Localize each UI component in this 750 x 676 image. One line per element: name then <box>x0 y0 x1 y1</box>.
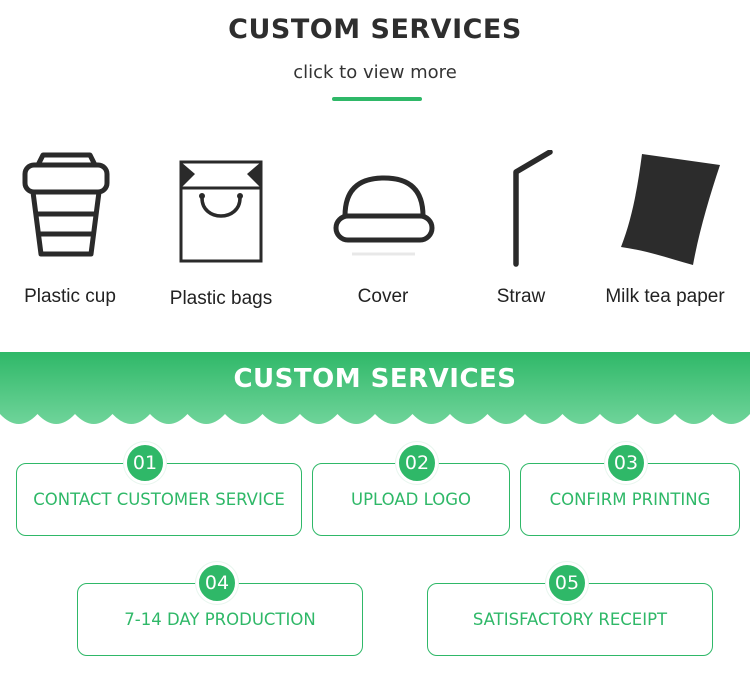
product-label: Milk tea paper <box>605 286 725 307</box>
product-label: Straw <box>496 286 546 307</box>
product-plastic-cup[interactable]: Plastic cup <box>0 150 140 320</box>
custom-services-band: CUSTOM SERVICES <box>0 352 750 432</box>
product-straw[interactable]: Straw <box>451 150 591 320</box>
step-number-badge: 05 <box>546 562 588 604</box>
shopping-bag-icon <box>179 160 263 263</box>
step-contact-customer-service[interactable]: CONTACT CUSTOMER SERVICE <box>16 463 302 536</box>
step-number-badge: 01 <box>124 442 166 484</box>
product-milk-tea-paper[interactable]: Milk tea paper <box>595 150 735 320</box>
step-number-badge: 03 <box>605 442 647 484</box>
step-label: UPLOAD LOGO <box>351 490 471 509</box>
page-title: CUSTOM SERVICES <box>228 14 522 45</box>
band-background <box>0 352 750 424</box>
paper-sheet-icon <box>621 154 720 265</box>
step-label: CONFIRM PRINTING <box>549 490 711 509</box>
step-label: 7-14 DAY PRODUCTION <box>124 610 316 629</box>
lid-cover-icon <box>333 175 435 256</box>
product-label: Plastic cup <box>24 286 116 307</box>
view-more-link[interactable]: click to view more <box>0 62 750 83</box>
title-underline <box>332 97 422 101</box>
step-number-badge: 02 <box>396 442 438 484</box>
product-label: Cover <box>357 286 409 307</box>
band-title: CUSTOM SERVICES <box>233 364 517 394</box>
plastic-cup-icon <box>22 152 110 257</box>
step-label: SATISFACTORY RECEIPT <box>472 610 668 629</box>
step-label: CONTACT CUSTOMER SERVICE <box>33 490 285 509</box>
step-confirm-printing[interactable]: CONFIRM PRINTING <box>520 463 740 536</box>
view-more-label[interactable]: click to view more <box>293 62 457 83</box>
product-cover[interactable]: Cover <box>313 150 453 320</box>
straw-icon <box>513 150 553 267</box>
product-plastic-bags[interactable]: Plastic bags <box>151 150 291 320</box>
step-number-badge: 04 <box>196 562 238 604</box>
product-label: Plastic bags <box>169 288 273 309</box>
